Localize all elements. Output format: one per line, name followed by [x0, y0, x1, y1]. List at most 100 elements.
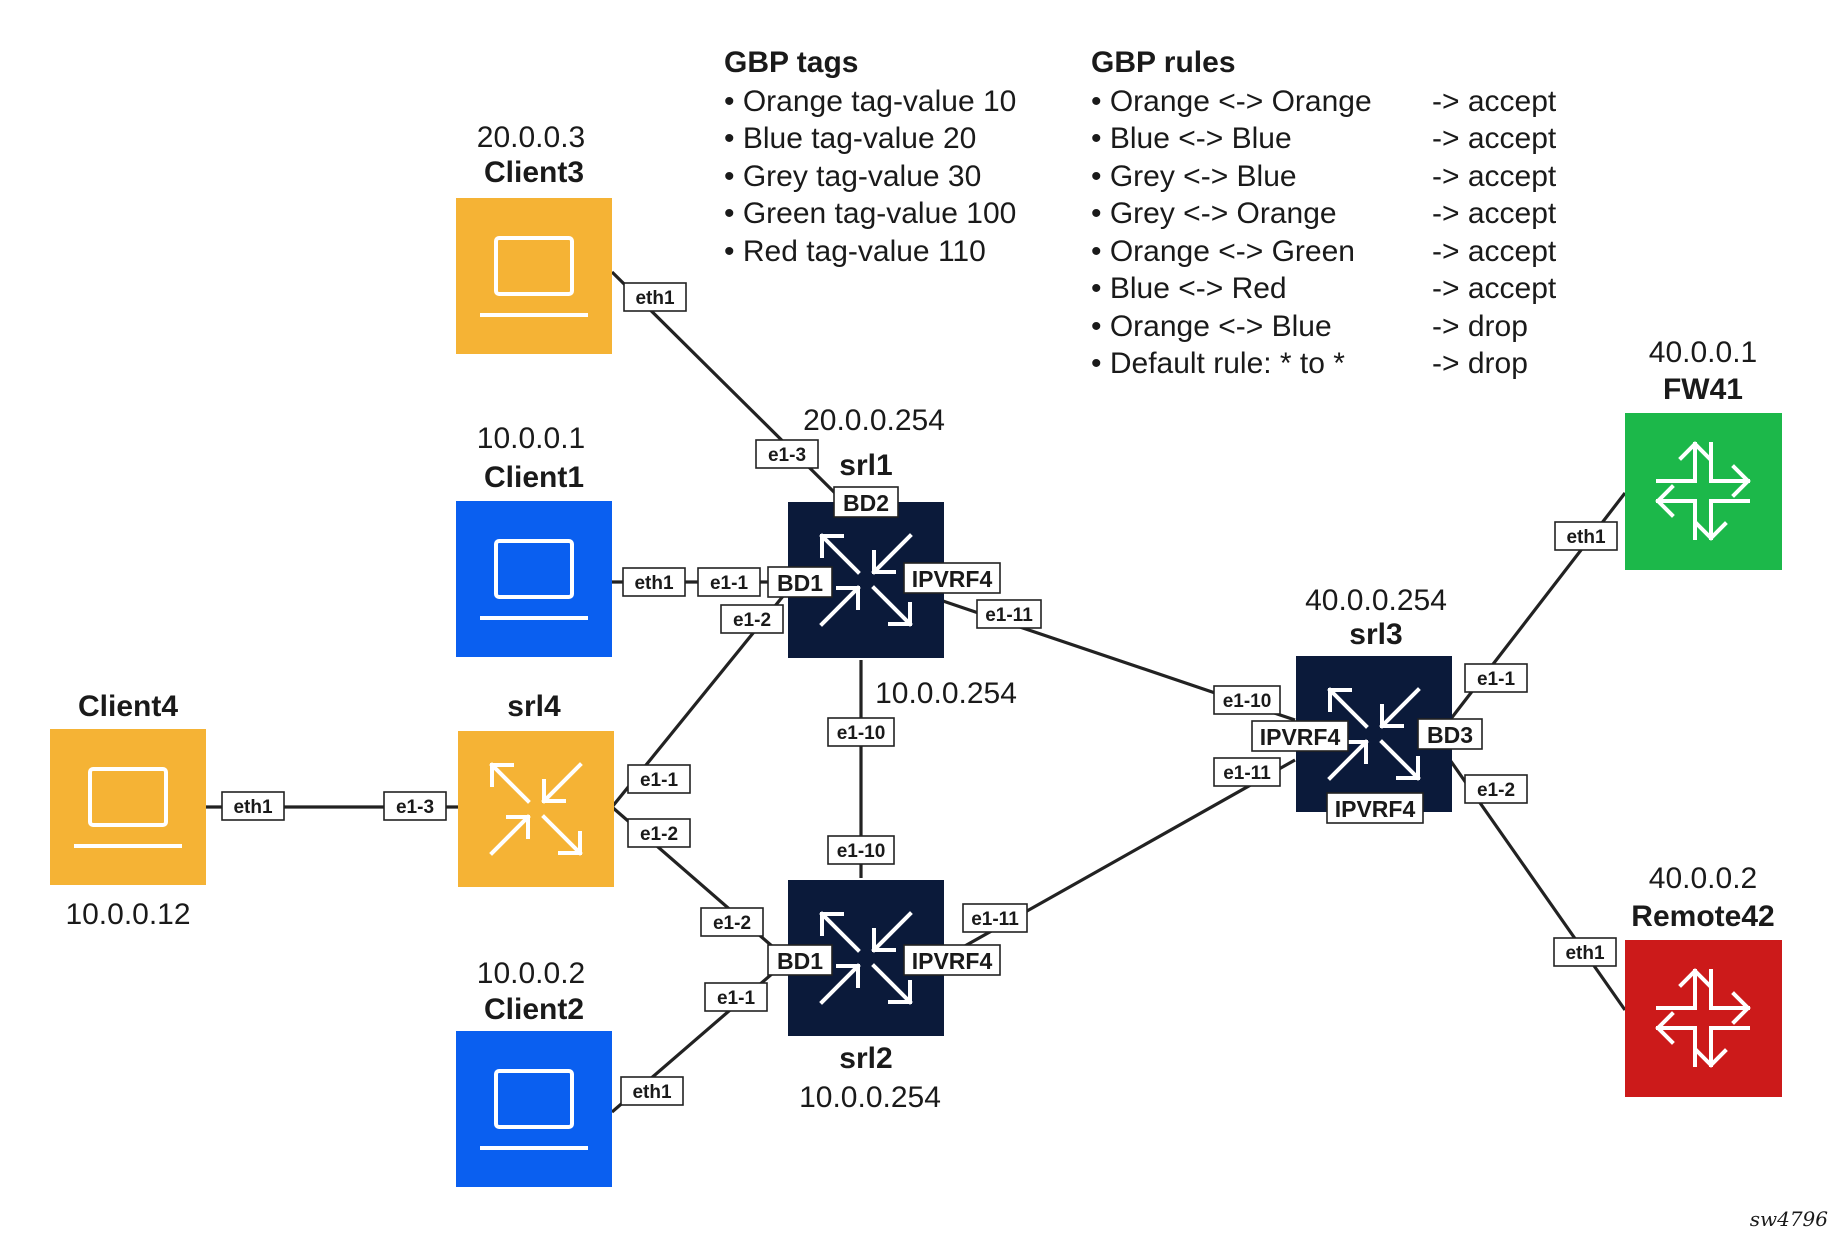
port-label: e1-11	[1213, 757, 1281, 787]
laptop-icon	[480, 236, 588, 317]
port-srl1-e1-3: e1-3	[768, 445, 806, 466]
node-client3[interactable]: 20.0.0.3 Client3	[456, 121, 612, 354]
instance-label: BD1	[767, 944, 833, 976]
srl2-name: srl2	[839, 1042, 892, 1075]
remote42-ip: 40.0.0.2	[1649, 862, 1757, 895]
node-remote42[interactable]: 40.0.0.2 Remote42	[1625, 862, 1782, 1097]
node-client2[interactable]: 10.0.0.2 Client2	[456, 957, 612, 1187]
gbp-rules-title: GBP rules	[1091, 46, 1236, 79]
port-label: eth1	[623, 282, 687, 312]
switch-icon	[489, 762, 583, 856]
srl1-name: srl1	[839, 449, 892, 482]
port-srl2-e1-2: e1-2	[713, 913, 751, 934]
gbp-tag-item: • Orange tag-value 10	[724, 85, 1016, 118]
gbp-rule-action: -> accept	[1432, 235, 1557, 268]
srl1-ip: 20.0.0.254	[803, 404, 945, 437]
node-client1[interactable]: 10.0.0.1 Client1	[456, 422, 612, 657]
laptop-icon	[480, 1069, 588, 1150]
remote42-name: Remote42	[1631, 900, 1774, 933]
gbp-rule-match: • Grey <-> Orange	[1091, 197, 1337, 230]
port-srl4-e1-3: e1-3	[396, 797, 434, 818]
switch-icon	[819, 911, 913, 1005]
fw41-box	[1625, 413, 1782, 570]
node-fw41[interactable]: 40.0.0.1 FW41	[1625, 336, 1782, 570]
port-label: e1-2	[627, 818, 691, 848]
client1-ip: 10.0.0.1	[477, 422, 585, 455]
client2-name: Client2	[484, 993, 584, 1026]
node-srl4[interactable]: srl4	[458, 690, 614, 887]
port-label: e1-2	[700, 907, 764, 937]
srl2-ipvrf4-label: IPVRF4	[912, 948, 993, 974]
srl3-ip: 40.0.0.254	[1305, 584, 1447, 617]
router-icon	[1655, 968, 1751, 1068]
port-label: eth1	[622, 567, 686, 597]
switch-icon	[1327, 687, 1421, 781]
gbp-rule-match: • Orange <-> Green	[1091, 235, 1355, 268]
fw41-ip: 40.0.0.1	[1649, 336, 1757, 369]
port-client4-eth1: eth1	[233, 797, 273, 818]
node-client4[interactable]: Client4 10.0.0.12	[50, 690, 206, 931]
laptop-icon	[74, 767, 182, 848]
port-label: e1-1	[1464, 663, 1528, 693]
port-srl4-e1-2: e1-2	[640, 824, 678, 845]
port-client3-eth1: eth1	[635, 288, 675, 309]
node-srl2[interactable]: srl2 10.0.0.254	[788, 880, 944, 1114]
srl1-bd2-label: BD2	[843, 490, 889, 516]
gbp-tag-item: • Grey tag-value 30	[724, 160, 981, 193]
port-srl2-e1-10: e1-10	[837, 841, 886, 862]
port-label: eth1	[1553, 937, 1617, 967]
instance-label: BD2	[833, 486, 899, 518]
gbp-tag-item: • Green tag-value 100	[724, 197, 1016, 230]
port-label: e1-2	[1464, 774, 1528, 804]
port-srl2-e1-1: e1-1	[717, 988, 755, 1009]
srl1-bd1-label: BD1	[777, 570, 823, 596]
port-label: e1-2	[720, 604, 784, 634]
figure-id: sw4796	[1750, 1207, 1829, 1231]
port-remote42-eth1: eth1	[1565, 943, 1605, 964]
gbp-rule-action: -> accept	[1432, 122, 1557, 155]
port-srl1-e1-2: e1-2	[733, 610, 771, 631]
port-srl4-e1-1: e1-1	[640, 770, 678, 791]
instance-label: BD3	[1417, 718, 1483, 750]
gbp-rules-legend: GBP rules • Orange <-> Orange -> accept …	[1091, 46, 1557, 380]
gbp-rule-action: -> accept	[1432, 160, 1557, 193]
client4-box	[50, 729, 206, 885]
srl3-ipvrf4-left-label: IPVRF4	[1260, 724, 1341, 750]
port-label: e1-10	[827, 835, 895, 865]
port-srl1-e1-10: e1-10	[837, 723, 886, 744]
port-label: eth1	[221, 791, 285, 821]
gbp-tag-item: • Red tag-value 110	[724, 235, 986, 268]
node-srl1[interactable]: 20.0.0.254 srl1 10.0.0.254	[788, 404, 1017, 710]
gbp-tag-item: • Blue tag-value 20	[724, 122, 976, 155]
port-srl3-e1-2: e1-2	[1477, 780, 1515, 801]
instance-label: IPVRF4	[903, 944, 1001, 976]
port-label: e1-10	[1213, 685, 1281, 715]
fw41-name: FW41	[1663, 373, 1743, 406]
srl3-ipvrf4-bottom-label: IPVRF4	[1335, 796, 1416, 822]
srl1-ip-secondary: 10.0.0.254	[875, 677, 1017, 710]
srl3-name: srl3	[1349, 618, 1402, 651]
port-label: e1-10	[827, 717, 895, 747]
port-label: e1-1	[697, 567, 761, 597]
srl3-bd3-label: BD3	[1427, 722, 1473, 748]
remote42-box	[1625, 940, 1782, 1097]
port-label: e1-3	[755, 439, 819, 469]
gbp-rule-action: -> accept	[1432, 85, 1557, 118]
instance-labels: BD2 BD1 IPVRF4 BD1 IPVRF4 IPVRF4 IPVRF4 …	[767, 486, 1483, 976]
gbp-tags-title: GBP tags	[724, 46, 859, 79]
gbp-rule-match: • Default rule: * to *	[1091, 347, 1345, 380]
port-srl3-e1-10: e1-10	[1223, 691, 1272, 712]
srl1-ipvrf4-label: IPVRF4	[912, 566, 993, 592]
client1-box	[456, 501, 612, 657]
client3-name: Client3	[484, 156, 584, 189]
node-srl3[interactable]: 40.0.0.254 srl3	[1296, 584, 1452, 812]
instance-label: IPVRF4	[903, 562, 1001, 594]
gbp-tags-legend: GBP tags • Orange tag-value 10 • Blue ta…	[724, 46, 1016, 268]
client2-box	[456, 1031, 612, 1187]
client4-ip: 10.0.0.12	[65, 898, 190, 931]
client2-ip: 10.0.0.2	[477, 957, 585, 990]
port-srl3-e1-1: e1-1	[1477, 669, 1515, 690]
port-fw41-eth1: eth1	[1566, 527, 1606, 548]
port-srl2-e1-11: e1-11	[971, 909, 1019, 930]
